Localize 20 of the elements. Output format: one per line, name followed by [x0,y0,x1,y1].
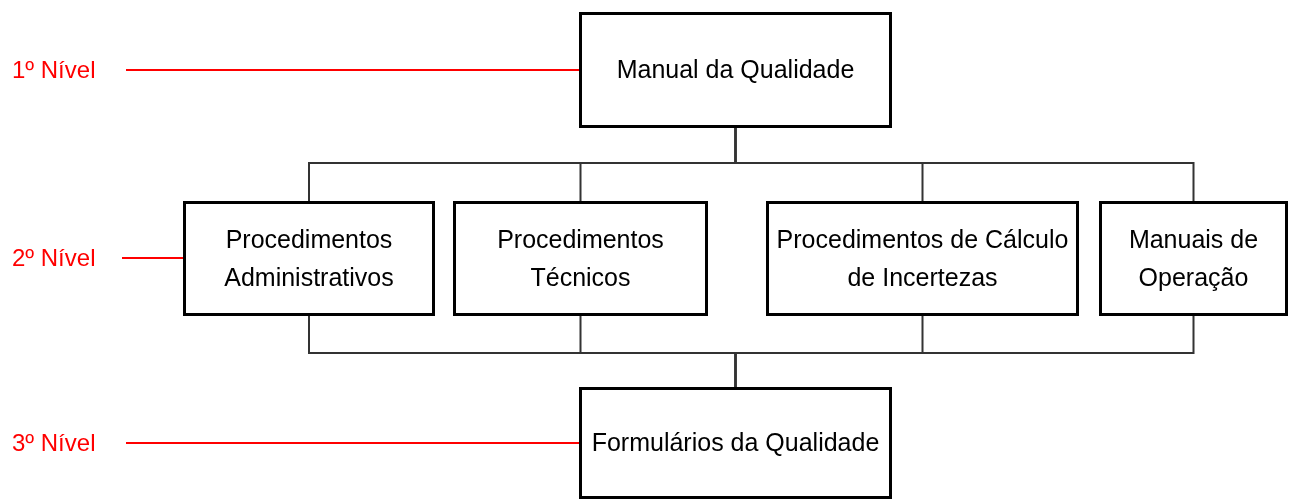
box-label: Procedimentos de Cálculo de Incertezas [775,224,1070,293]
level-label: 2º Nível [12,240,118,276]
document-box [183,201,435,316]
box-label: Manual da Qualidade [616,54,855,86]
leader-line [125,442,580,444]
document-box [579,387,892,499]
document-box [1099,201,1288,316]
connector-line [734,315,1195,388]
document-box [453,201,708,316]
box-label: Formulários da Qualidade [591,427,880,459]
leader-line [125,69,580,71]
connector-line [734,127,1195,202]
box-label: Manuais de Operação [1127,224,1260,293]
leader-line [121,257,184,259]
box-label: Procedimentos Administrativos [223,224,395,293]
box-label: Procedimentos Técnicos [496,224,665,293]
level-label: 1º Nível [12,52,122,88]
level-label: 3º Nível [12,425,122,461]
document-box [579,12,892,128]
document-box [766,201,1079,316]
